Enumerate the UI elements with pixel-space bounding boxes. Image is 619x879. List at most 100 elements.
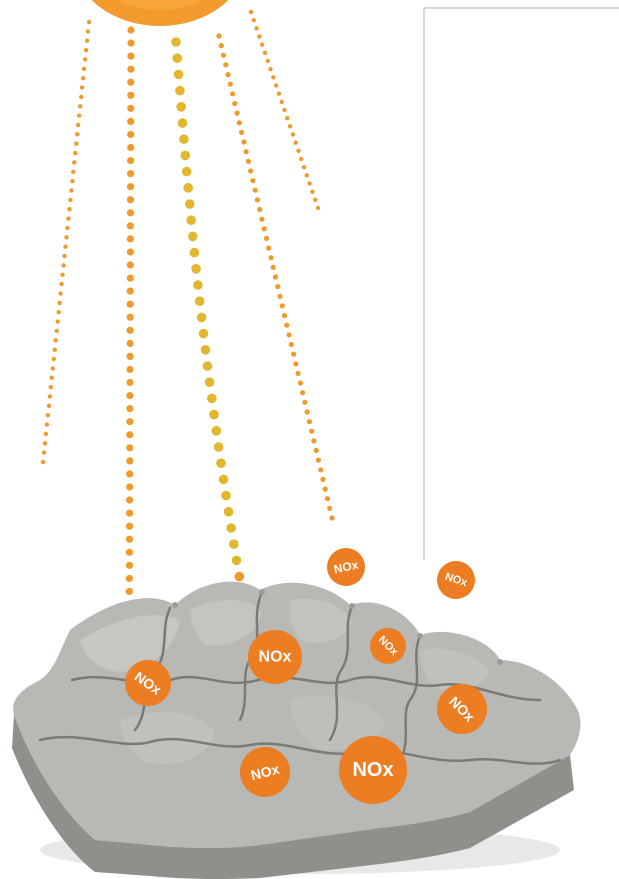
ray-dot	[55, 329, 59, 333]
ray-dot	[43, 441, 47, 445]
ray-dot	[76, 123, 80, 127]
ray-dot	[244, 149, 249, 154]
ray-dot	[74, 142, 78, 146]
ray-dot	[223, 62, 228, 67]
ray-dot	[127, 170, 134, 177]
ray-dot	[271, 75, 275, 79]
ray-dot	[126, 366, 133, 373]
ray-dot	[221, 53, 226, 58]
ray-dot	[284, 323, 289, 328]
ray-dot	[126, 392, 133, 399]
ray-dot	[310, 190, 314, 194]
ray-dot	[127, 222, 134, 229]
nox-molecule: NOx	[248, 630, 302, 684]
ray-dot	[69, 188, 73, 192]
ray-dot	[199, 329, 209, 339]
ray-dot	[171, 37, 181, 47]
ray-dot	[61, 263, 65, 267]
ray-dot	[241, 139, 246, 144]
ray-dot	[52, 357, 56, 361]
ray-dot	[327, 506, 332, 511]
ray-dot	[173, 53, 183, 63]
ray-dot	[300, 390, 305, 395]
ray-dot	[127, 92, 134, 99]
ray-dot	[127, 196, 134, 203]
ray-dot	[54, 338, 58, 342]
ray-dot	[228, 82, 233, 87]
ray-dot	[191, 264, 201, 274]
ray-dot	[175, 86, 185, 96]
ray-dot	[305, 409, 310, 414]
ray-dot	[323, 487, 328, 492]
ray-dot	[318, 467, 323, 472]
ray-dot	[86, 29, 90, 33]
sun-ray	[216, 33, 334, 520]
ray-dot	[51, 366, 55, 370]
ray-dot	[246, 159, 251, 164]
nox-molecule: NOx	[323, 544, 368, 589]
ray-dot	[193, 280, 203, 290]
ray-dot	[87, 20, 91, 24]
ray-dot	[49, 385, 53, 389]
ray-dot	[127, 79, 134, 86]
ray-dot	[291, 352, 296, 357]
ray-dot	[47, 404, 51, 408]
ray-dot	[307, 419, 312, 424]
ray-dot	[252, 18, 256, 22]
ray-dot	[75, 132, 79, 136]
ray-dot	[77, 113, 81, 117]
ray-dot	[296, 371, 301, 376]
ray-dot	[126, 418, 133, 425]
ray-dot	[188, 232, 198, 242]
ray-dot	[127, 235, 134, 242]
ray-dot	[127, 353, 134, 360]
ray-dot	[257, 34, 261, 38]
ray-dot	[126, 431, 133, 438]
ray-dot	[235, 111, 240, 116]
ray-dot	[221, 491, 231, 501]
interlocking-paver-icon	[12, 582, 580, 879]
ray-dot	[316, 458, 321, 463]
ray-dot	[65, 226, 69, 230]
sun-ray	[41, 20, 91, 464]
ray-dot	[302, 400, 307, 405]
ray-dot	[126, 562, 133, 569]
ray-dot	[289, 342, 294, 347]
ray-dot	[260, 43, 264, 47]
ray-dot	[207, 394, 217, 404]
ray-dot	[307, 181, 311, 185]
empty-text-panel	[424, 8, 619, 560]
ray-dot	[249, 10, 253, 14]
ray-dot	[178, 118, 188, 128]
ray-dot	[127, 301, 134, 308]
ray-dot	[298, 380, 303, 385]
ray-dot	[53, 348, 57, 352]
ray-dot	[127, 40, 134, 47]
ray-dot	[126, 509, 133, 516]
ray-dot	[232, 556, 242, 566]
ray-dot	[84, 48, 88, 52]
ray-dot	[48, 394, 52, 398]
ray-dot	[179, 134, 189, 144]
ray-dot	[42, 450, 46, 454]
ray-dot	[237, 120, 242, 125]
ray-dot	[257, 207, 262, 212]
nox-label: NOx	[352, 759, 393, 781]
ray-dot	[232, 101, 237, 106]
ray-dot	[320, 477, 325, 482]
ray-dot	[126, 444, 133, 451]
ray-dot	[302, 165, 306, 169]
ray-dot	[271, 265, 276, 270]
ray-dot	[126, 470, 133, 477]
ray-dot	[293, 361, 298, 366]
ray-dot	[66, 216, 70, 220]
ray-dot	[81, 76, 85, 80]
ray-dot	[78, 104, 82, 108]
ray-dot	[186, 215, 196, 225]
ray-dot	[174, 70, 184, 80]
ray-dot	[253, 188, 258, 193]
ray-dot	[127, 144, 134, 151]
ray-dot	[203, 361, 213, 371]
ray-dot	[201, 345, 211, 355]
